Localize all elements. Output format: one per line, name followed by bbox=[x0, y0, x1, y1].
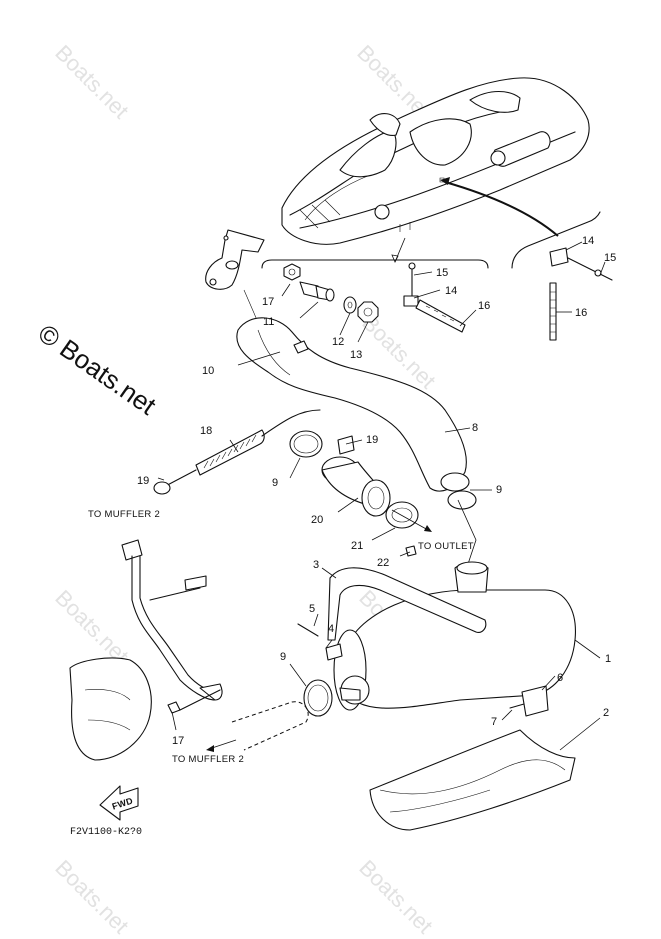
part-4-bracket bbox=[325, 643, 343, 661]
diagram-code: F2V1100-K2?0 bbox=[70, 827, 142, 838]
callout-18: 18 bbox=[200, 425, 212, 437]
part-20-elbow bbox=[321, 456, 391, 517]
watercraft-illustration bbox=[281, 77, 590, 245]
callout-15: 15 bbox=[436, 267, 448, 279]
part-19-clamp bbox=[153, 435, 355, 495]
part-21-gasket bbox=[385, 501, 419, 529]
callout-15: 15 bbox=[604, 252, 616, 264]
callout-19: 19 bbox=[137, 475, 149, 487]
part-13-nut bbox=[357, 301, 379, 323]
cluster-right-14-15-16 bbox=[549, 247, 613, 341]
callout-19: 19 bbox=[366, 434, 378, 446]
part-2-tray bbox=[369, 729, 576, 831]
part-11-bolt bbox=[299, 281, 335, 302]
callout-10: 10 bbox=[202, 365, 214, 377]
left-hose-assembly bbox=[69, 539, 223, 761]
callout-21: 21 bbox=[351, 540, 363, 552]
callout-17: 17 bbox=[172, 735, 184, 747]
location-arrow bbox=[444, 181, 559, 237]
exhaust-pipe-8 bbox=[236, 317, 470, 492]
mount-bracket bbox=[205, 229, 271, 351]
note-to-outlet: TO OUTLET bbox=[418, 541, 474, 552]
bracket-right bbox=[511, 211, 601, 269]
callout-4: 4 bbox=[328, 623, 334, 635]
callout-17: 17 bbox=[262, 296, 274, 308]
callout-22: 22 bbox=[377, 557, 389, 569]
part-12-washer bbox=[343, 296, 357, 314]
part-3-strap bbox=[327, 567, 487, 641]
part-22-bolt bbox=[405, 545, 417, 557]
part-1-muffler bbox=[333, 561, 576, 711]
callout-11: 11 bbox=[263, 316, 274, 328]
callout-12: 12 bbox=[332, 336, 344, 348]
callout-9: 9 bbox=[280, 651, 286, 663]
callout-5: 5 bbox=[309, 603, 315, 615]
callout-14: 14 bbox=[445, 285, 457, 297]
leader-lines bbox=[157, 241, 606, 751]
callout-6: 6 bbox=[557, 672, 563, 684]
callout-1: 1 bbox=[605, 653, 611, 665]
callout-8: 8 bbox=[472, 422, 478, 434]
callout-16: 16 bbox=[575, 307, 587, 319]
part-6-grommet bbox=[521, 685, 549, 717]
bracket-left bbox=[261, 259, 489, 269]
callout-7: 7 bbox=[491, 716, 497, 728]
note-to-muffler-2: TO MUFFLER 2 bbox=[172, 754, 244, 765]
part-7-screw bbox=[509, 703, 525, 709]
callout-3: 3 bbox=[313, 559, 319, 571]
callout-9: 9 bbox=[496, 484, 502, 496]
callout-13: 13 bbox=[350, 349, 362, 361]
callout-2: 2 bbox=[603, 707, 609, 719]
callout-20: 20 bbox=[311, 514, 323, 526]
part-9-clamp-right bbox=[447, 490, 477, 510]
callout-14: 14 bbox=[582, 235, 594, 247]
callout-9: 9 bbox=[272, 477, 278, 489]
part-5-screw bbox=[297, 623, 319, 637]
part-17-nut bbox=[283, 263, 301, 281]
exhaust-diagram: FWD 1 2 3 4 5 6 7 8 9 bbox=[69, 77, 616, 838]
fwd-arrow-icon bbox=[99, 785, 139, 821]
dashed-pipe bbox=[231, 701, 309, 751]
callout-16: 16 bbox=[478, 300, 490, 312]
note-to-muffler-2: TO MUFFLER 2 bbox=[88, 509, 160, 520]
cluster-15-14-16 bbox=[403, 262, 466, 333]
